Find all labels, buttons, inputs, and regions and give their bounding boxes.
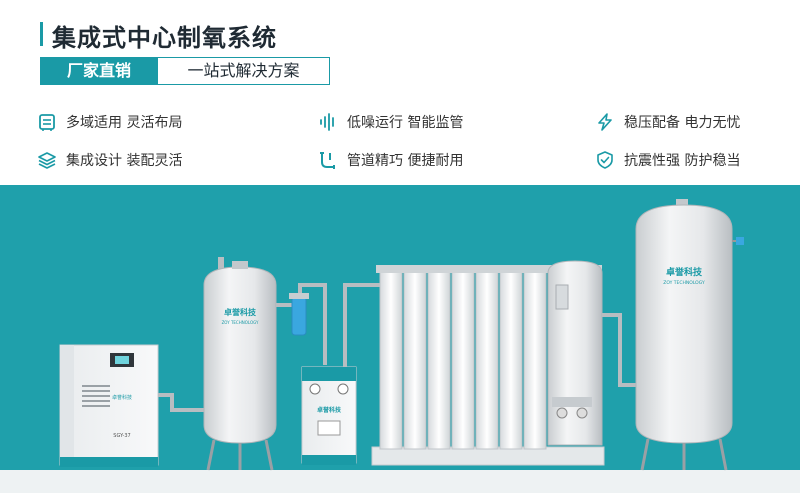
oxygen-storage-tank: 卓誉科技 ZOY TECHNOLOGY bbox=[635, 199, 744, 471]
left-tank-brand: 卓誉科技 bbox=[224, 307, 257, 317]
right-tank-brand: 卓誉科技 bbox=[666, 266, 703, 278]
right-tank-brand-en: ZOY TECHNOLOGY bbox=[663, 280, 705, 286]
page-title: 集成式中心制氧系统 bbox=[52, 24, 277, 52]
feature-integrated-design: 集成设计 装配灵活 bbox=[38, 149, 182, 171]
feature-text: 管道精巧 便捷耐用 bbox=[347, 153, 464, 169]
feature-text: 多域适用 灵活布局 bbox=[66, 115, 183, 131]
shield-check-icon bbox=[597, 151, 613, 169]
feature-text: 抗震性强 防护稳当 bbox=[624, 153, 741, 169]
feature-low-noise: 低噪运行 智能监管 bbox=[319, 111, 463, 133]
document-list-icon bbox=[39, 114, 55, 131]
compressor-brand-label: 卓誉科技 bbox=[112, 394, 132, 401]
layers-icon bbox=[38, 152, 56, 169]
feature-voltage-stable: 稳压配备 电力无忧 bbox=[596, 111, 740, 133]
feature-text: 集成设计 装配灵活 bbox=[66, 153, 183, 169]
tag-direct-sale: 厂家直销 bbox=[40, 57, 158, 85]
feature-compact-pipes: 管道精巧 便捷耐用 bbox=[319, 149, 463, 171]
lightning-bolt-icon bbox=[598, 113, 612, 131]
refrigerated-dryer: 卓誉科技 bbox=[301, 366, 357, 465]
pipe-icon bbox=[320, 152, 335, 169]
feature-text: 稳压配备 电力无忧 bbox=[624, 115, 741, 131]
feature-shockproof: 抗震性强 防护稳当 bbox=[596, 149, 740, 171]
left-air-tank: 卓誉科技 ZOY TECHNOLOGY bbox=[203, 257, 277, 471]
compressor-model-label: SGY-37 bbox=[113, 433, 130, 439]
air-compressor: 卓誉科技 SGY-37 bbox=[59, 344, 159, 467]
dryer-brand: 卓誉科技 bbox=[317, 406, 342, 414]
feature-text: 低噪运行 智能监管 bbox=[347, 115, 464, 131]
tag-one-stop-solution: 一站式解决方案 bbox=[158, 57, 330, 85]
title-accent-bar bbox=[40, 22, 43, 46]
sound-wave-icon bbox=[320, 113, 334, 131]
oxygen-generator bbox=[371, 260, 605, 466]
equipment-scene: 卓誉科技 SGY-37 卓誉科技 ZOY TECHNOLOGY 卓誉科技 bbox=[0, 199, 800, 493]
left-tank-brand-en: ZOY TECHNOLOGY bbox=[222, 320, 259, 325]
tag-row: 厂家直销 一站式解决方案 bbox=[40, 57, 330, 85]
feature-multi-domain: 多域适用 灵活布局 bbox=[38, 111, 182, 133]
